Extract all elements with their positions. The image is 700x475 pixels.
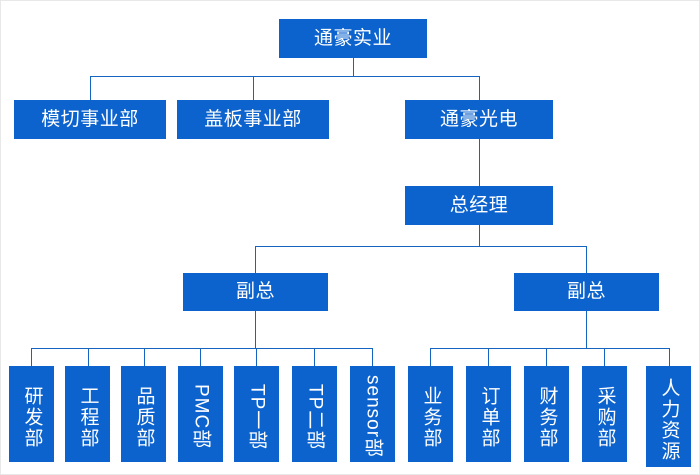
node-dept-left-4[interactable]: PMC部	[178, 366, 223, 462]
node-division-3[interactable]: 通豪光电	[405, 100, 553, 139]
connector-dept-left-3-drop	[144, 348, 145, 366]
node-dept-right-4-label: 采购部	[594, 385, 616, 449]
node-dept-right-3-label: 财务部	[536, 385, 558, 449]
node-division-2[interactable]: 盖板事业部	[177, 100, 329, 139]
connector-dept-left-6-drop	[314, 348, 315, 366]
connector-root-drop	[353, 58, 354, 76]
node-dept-left-5[interactable]: TP一部	[234, 366, 279, 462]
connector-departments-right-bus	[430, 348, 669, 349]
connector-dept-left-4-drop	[200, 348, 201, 366]
node-deputy-1-label: 副总	[235, 281, 275, 303]
node-dept-left-2-label: 工程部	[77, 385, 99, 449]
connector-deputy-2-stem	[586, 311, 587, 348]
node-division-1-label: 模切事业部	[41, 108, 139, 130]
connector-division-3-drop	[479, 76, 480, 100]
connector-division-2-drop	[253, 76, 254, 100]
node-dept-left-7[interactable]: sensor部	[350, 366, 395, 462]
connector-dept-left-5-drop	[256, 348, 257, 366]
node-dept-left-1[interactable]: 研发部	[9, 366, 54, 462]
node-dept-left-6-label: TP二部	[304, 383, 326, 451]
node-root-label: 通豪实业	[313, 27, 392, 49]
connector-deputy-2-drop	[586, 246, 587, 273]
node-general-manager[interactable]: 总经理	[405, 186, 553, 225]
node-dept-right-1-label: 业务部	[420, 385, 442, 449]
node-dept-left-3-label: 品质部	[133, 385, 155, 449]
node-dept-left-3[interactable]: 品质部	[121, 366, 166, 462]
connector-dept-right-4-drop	[604, 348, 605, 366]
connector-deputies-bus	[255, 246, 586, 247]
node-division-1[interactable]: 模切事业部	[14, 100, 166, 139]
connector-division-1-drop	[90, 76, 91, 100]
node-root[interactable]: 通豪实业	[279, 19, 427, 58]
node-dept-right-3[interactable]: 财务部	[524, 366, 569, 462]
connector-dept-right-5-drop	[669, 348, 670, 366]
connector-guangdian-to-gm	[479, 139, 480, 186]
connector-dept-right-3-drop	[546, 348, 547, 366]
node-dept-left-2[interactable]: 工程部	[65, 366, 110, 462]
connector-dept-left-1-drop	[31, 348, 32, 366]
connector-deputy-1-drop	[255, 246, 256, 273]
node-division-2-label: 盖板事业部	[204, 108, 302, 130]
node-deputy-2-label: 副总	[566, 281, 606, 303]
connector-departments-left-bus	[31, 348, 372, 349]
node-dept-right-5-label: 人力资源	[658, 377, 680, 462]
node-dept-right-4[interactable]: 采购部	[582, 366, 627, 462]
connector-dept-right-2-drop	[488, 348, 489, 366]
node-dept-left-5-label: TP一部	[246, 383, 268, 451]
node-dept-right-2[interactable]: 订单部	[466, 366, 511, 462]
node-dept-left-1-label: 研发部	[21, 385, 43, 449]
connector-deputy-1-stem	[255, 311, 256, 348]
node-deputy-2[interactable]: 副总	[514, 273, 659, 311]
node-dept-right-1[interactable]: 业务部	[408, 366, 453, 462]
node-deputy-1[interactable]: 副总	[183, 273, 328, 311]
node-general-manager-label: 总经理	[449, 194, 509, 216]
connector-gm-drop	[479, 225, 480, 246]
node-dept-left-6[interactable]: TP二部	[292, 366, 337, 462]
node-dept-right-2-label: 订单部	[478, 385, 500, 449]
connector-dept-left-7-drop	[372, 348, 373, 366]
node-division-3-label: 通豪光电	[439, 108, 518, 130]
node-dept-left-7-label: sensor部	[362, 375, 384, 459]
node-dept-left-4-label: PMC部	[190, 384, 212, 450]
connector-divisions-bus	[90, 76, 480, 77]
node-dept-right-5[interactable]: 人力资源	[646, 366, 691, 467]
connector-dept-right-1-drop	[430, 348, 431, 366]
connector-dept-left-2-drop	[88, 348, 89, 366]
